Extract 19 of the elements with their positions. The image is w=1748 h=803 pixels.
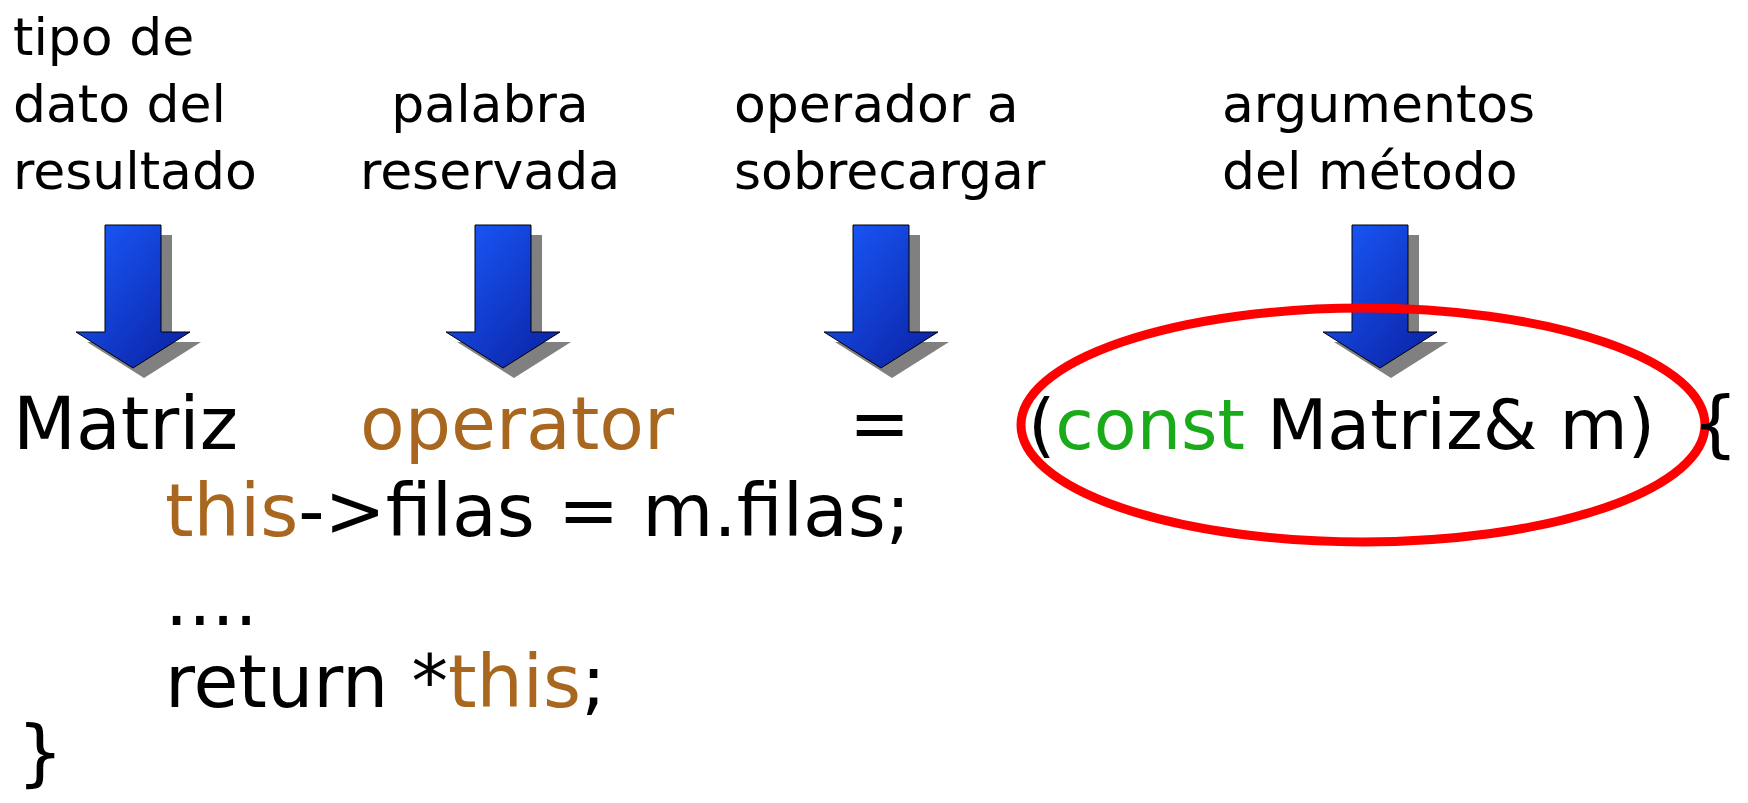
code-text: ; <box>581 639 606 725</box>
code-text: } <box>17 710 64 796</box>
arrow <box>823 224 949 378</box>
arrow <box>445 224 571 378</box>
arrow <box>1322 224 1448 378</box>
annotation-text: argumentos del método <box>1222 71 1602 205</box>
keyword: this <box>447 639 582 725</box>
code-text: Matriz& m) <box>1266 383 1655 468</box>
arrow <box>75 224 201 378</box>
type-name: Matriz <box>13 381 238 467</box>
annotation-text: operador a sobrecargar <box>734 71 1154 205</box>
code-text: const <box>1055 383 1245 468</box>
operator-symbol: = <box>849 381 911 467</box>
annotation-text: palabra reservada <box>340 71 640 205</box>
keyword: operator <box>360 381 674 467</box>
keyword: this <box>165 468 299 554</box>
annotation-text: tipo de dato del resultado <box>13 4 313 205</box>
code-text: ->filas = m.filas; <box>298 468 911 554</box>
code-text: ( <box>1028 383 1056 468</box>
